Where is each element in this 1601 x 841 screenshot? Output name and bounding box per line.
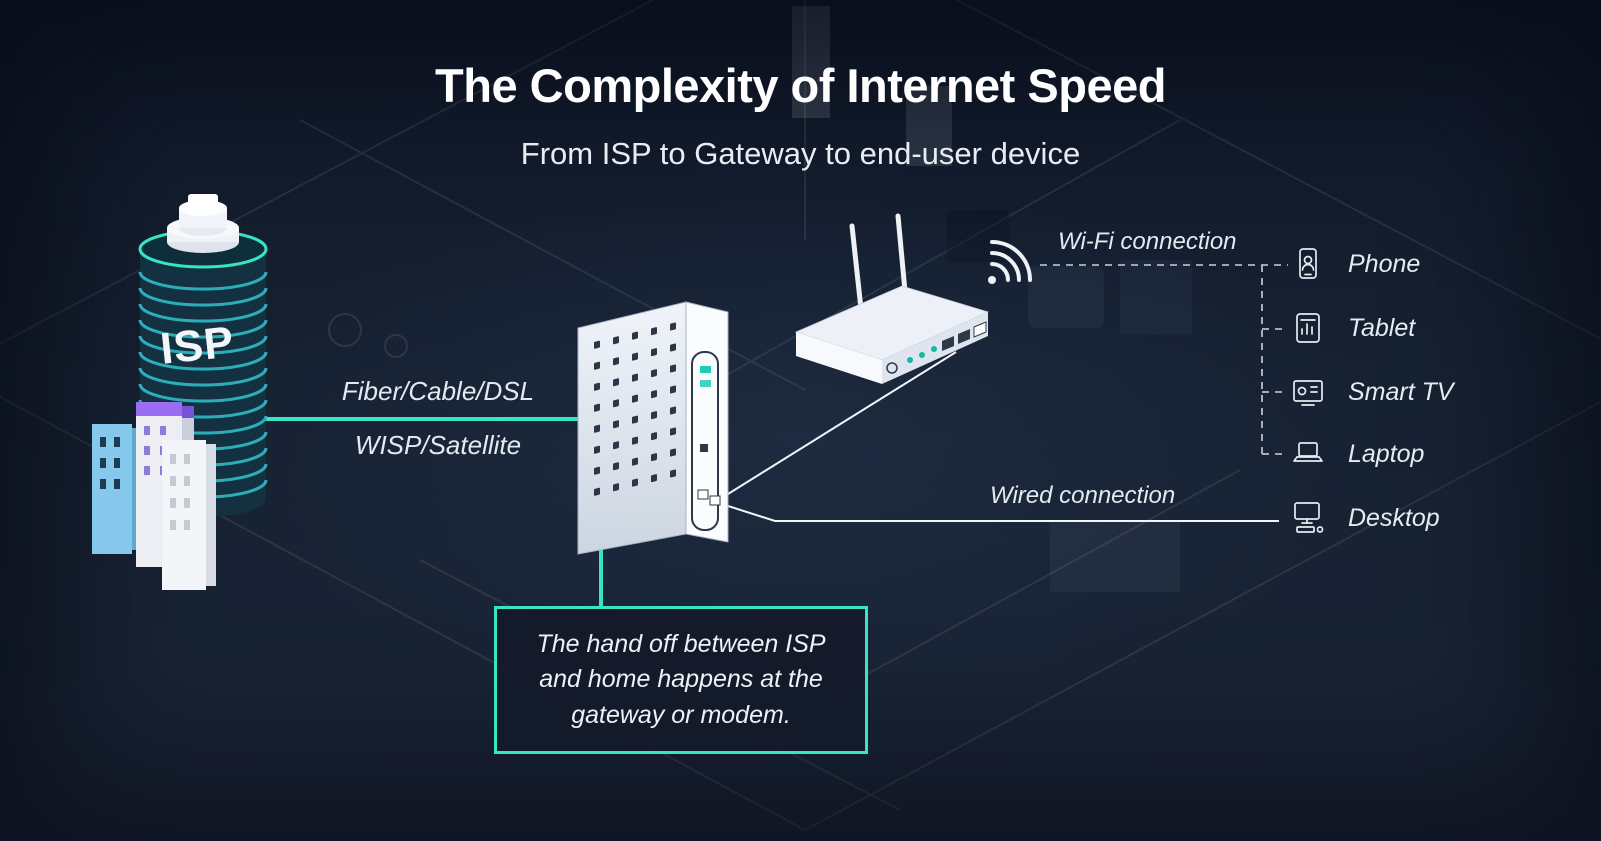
wifi-connection-label: Wi-Fi connection: [1058, 228, 1237, 255]
device-label-desktop: Desktop: [1348, 503, 1440, 532]
router-status-light: [907, 357, 913, 363]
page-title: The Complexity of Internet Speed: [435, 59, 1166, 112]
smart-tv-icon: [1293, 380, 1323, 406]
device-label-smart-tv: Smart TV: [1348, 377, 1454, 406]
router-power-button: [886, 362, 898, 374]
device-row-phone: Phone: [1288, 244, 1420, 284]
background-door: [792, 6, 830, 118]
laptop-icon: [1293, 442, 1323, 462]
wired-connection-label: Wired connection: [990, 482, 1176, 509]
modem-illustration: [576, 294, 736, 561]
device-row-smart-tv: Smart TV: [1288, 372, 1454, 412]
device-row-tablet: Tablet: [1288, 308, 1415, 348]
router-port: [942, 336, 954, 351]
small-buildings: [92, 402, 216, 590]
background-couch: [1028, 266, 1104, 328]
device-row-desktop: Desktop: [1288, 498, 1440, 538]
device-label-laptop: Laptop: [1348, 439, 1425, 468]
modem-to-callout-line: [599, 540, 603, 608]
callout-box: The hand off between ISP and home happen…: [494, 606, 868, 754]
tablet-icon: [1296, 313, 1320, 343]
isp-logo-text: ISP: [158, 317, 237, 373]
desktop-icon: [1294, 502, 1324, 533]
router-illustration: [786, 210, 1016, 410]
device-row-laptop: Laptop: [1288, 434, 1424, 474]
modem-port: [697, 489, 709, 500]
modem-status-light: [700, 366, 711, 373]
device-label-tablet: Tablet: [1348, 313, 1416, 342]
wisp-satellite-label: WISP/Satellite: [354, 430, 522, 460]
wifi-signal-icon: [988, 240, 1032, 284]
background-wardrobe: [1120, 260, 1192, 334]
phone-icon: [1299, 248, 1317, 279]
fiber-cable-dsl-label: Fiber/Cable/DSL: [341, 376, 535, 406]
callout-text: The hand off between ISP and home happen…: [536, 629, 826, 729]
device-label-phone: Phone: [1348, 249, 1421, 278]
page-subtitle: From ISP to Gateway to end-user device: [520, 136, 1081, 171]
isp-building-illustration: ISP: [78, 192, 318, 602]
isp-to-modem-line: [264, 417, 578, 421]
background-tv: [947, 210, 1009, 262]
